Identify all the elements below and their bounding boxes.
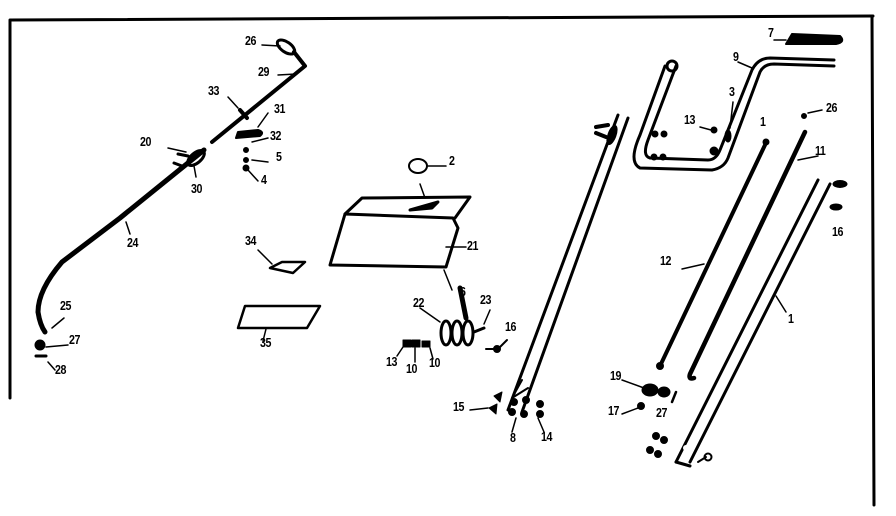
rod-12 — [658, 138, 770, 368]
part-label-3: 3 — [729, 84, 735, 99]
part-label-16: 16 — [505, 319, 517, 334]
part-label-6: 6 — [460, 284, 466, 299]
left-control-rod — [34, 38, 307, 371]
part-label-28: 28 — [55, 362, 67, 377]
upper-handle-loop — [632, 33, 844, 172]
part-label-14: 14 — [541, 429, 553, 444]
part-label-31: 31 — [274, 101, 286, 116]
part-label-9: 9 — [733, 49, 739, 64]
part-label-2: 2 — [449, 153, 455, 168]
part-label-21: 21 — [467, 238, 479, 253]
part-label-17: 17 — [608, 403, 620, 418]
part-label-26: 26 — [245, 33, 257, 48]
part-label-12: 12 — [660, 253, 672, 268]
part-label-7: 7 — [768, 25, 774, 40]
part-label-34: 34 — [245, 233, 257, 248]
part-label-27: 27 — [656, 405, 668, 420]
part-label-4: 4 — [261, 172, 267, 187]
part-label-33: 33 — [208, 83, 220, 98]
part-label-10: 10 — [429, 355, 441, 370]
part-label-29: 29 — [258, 64, 270, 79]
part-label-15: 15 — [453, 399, 465, 414]
part-label-22: 22 — [413, 295, 425, 310]
part-label-10: 10 — [406, 361, 418, 376]
lower-handle-left-tube — [469, 113, 630, 433]
part-label-32: 32 — [270, 128, 282, 143]
part-label-20: 20 — [140, 134, 152, 149]
part-label-5: 5 — [276, 149, 282, 164]
spring-clips — [396, 285, 508, 363]
cover-bracket — [328, 158, 472, 291]
part-label-19: 19 — [610, 368, 622, 383]
part-label-13: 13 — [684, 112, 696, 127]
lower-hardware — [621, 362, 678, 458]
part-label-1: 1 — [788, 311, 794, 326]
frame-border — [8, 14, 876, 507]
part-label-30: 30 — [191, 181, 203, 196]
part-label-16: 16 — [832, 224, 844, 239]
part-label-13: 13 — [386, 354, 398, 369]
part-label-8: 8 — [510, 430, 516, 445]
part-label-35: 35 — [260, 335, 272, 350]
part-label-25: 25 — [60, 298, 72, 313]
decal-plates — [236, 249, 322, 342]
part-label-24: 24 — [127, 235, 139, 250]
part-label-11: 11 — [815, 143, 826, 158]
rod-11 — [687, 109, 823, 381]
lower-handle-right-tube — [674, 178, 848, 468]
part-label-27: 27 — [69, 332, 81, 347]
part-label-23: 23 — [480, 292, 492, 307]
part-label-1: 1 — [760, 114, 766, 129]
part-label-26: 26 — [826, 100, 838, 115]
